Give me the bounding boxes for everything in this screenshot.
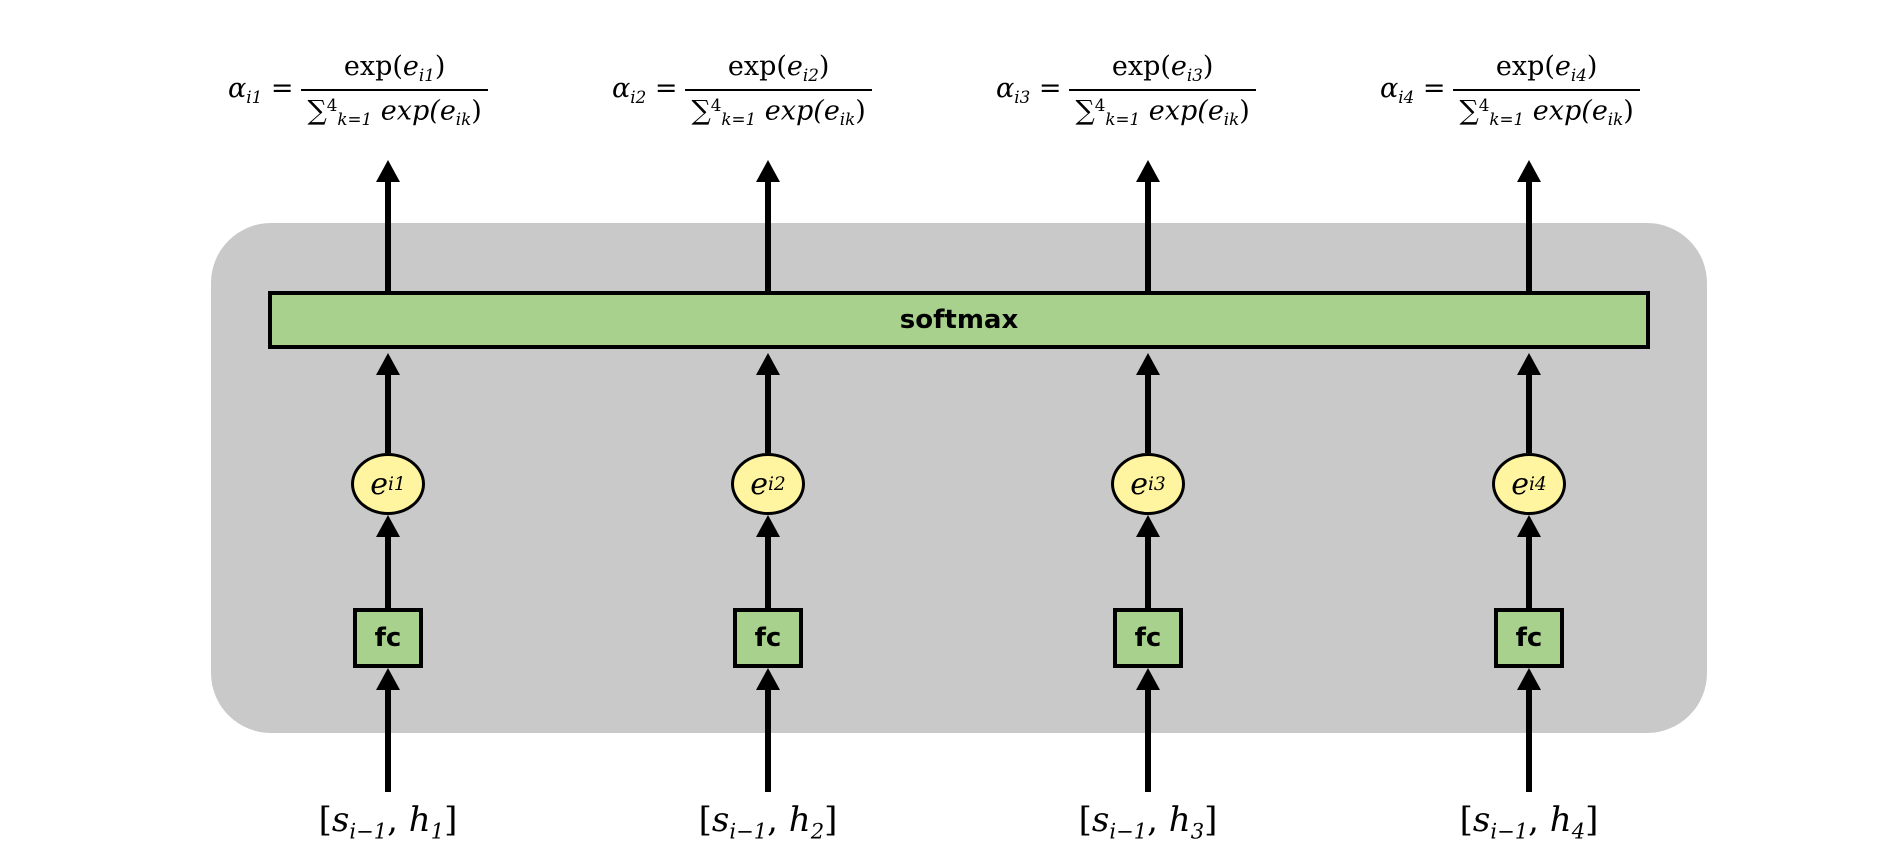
arrowhead-icon	[376, 353, 400, 375]
alpha-lhs: αi3 =	[996, 73, 1062, 107]
alpha-formula-2: αi2 = exp(ei2) ∑4k=1 exp(eik)	[612, 40, 972, 140]
fraction-numerator: exp(ei4)	[1495, 50, 1598, 85]
fraction-denominator: ∑4k=1 exp(eik)	[301, 88, 488, 129]
arrowhead-icon	[1136, 668, 1160, 690]
fc-layer-3: fc	[1113, 608, 1183, 668]
arrowhead-icon	[376, 515, 400, 537]
softmax-fraction: exp(ei3) ∑4k=1 exp(eik)	[1069, 50, 1256, 129]
alpha-formula-1: αi1 = exp(ei1) ∑4k=1 exp(eik)	[228, 40, 588, 140]
fc-layer-2: fc	[733, 608, 803, 668]
arrowhead-icon	[756, 160, 780, 182]
alpha-lhs: αi2 =	[612, 73, 678, 107]
fraction-denominator: ∑4k=1 exp(eik)	[1453, 88, 1640, 129]
arrowhead-icon	[376, 668, 400, 690]
fraction-numerator: exp(ei1)	[343, 50, 446, 85]
fc-layer-4: fc	[1494, 608, 1564, 668]
alpha-formula-3: αi3 = exp(ei3) ∑4k=1 exp(eik)	[996, 40, 1356, 140]
input-pair-1: [si−1, h1]	[318, 800, 458, 844]
arrowhead-icon	[756, 515, 780, 537]
fraction-numerator: exp(ei2)	[727, 50, 830, 85]
softmax-layer: softmax	[268, 291, 1650, 349]
alpha-formula-4: αi4 = exp(ei4) ∑4k=1 exp(eik)	[1380, 40, 1740, 140]
fraction-denominator: ∑4k=1 exp(eik)	[685, 88, 872, 129]
softmax-fraction: exp(ei1) ∑4k=1 exp(eik)	[301, 50, 488, 129]
softmax-fraction: exp(ei2) ∑4k=1 exp(eik)	[685, 50, 872, 129]
arrowhead-icon	[1136, 353, 1160, 375]
alpha-lhs: αi1 =	[228, 73, 294, 107]
arrowhead-icon	[1517, 668, 1541, 690]
fc-layer-1: fc	[353, 608, 423, 668]
fraction-numerator: exp(ei3)	[1111, 50, 1214, 85]
arrowhead-icon	[1517, 160, 1541, 182]
input-pair-3: [si−1, h3]	[1078, 800, 1218, 844]
arrowhead-icon	[1517, 353, 1541, 375]
arrowhead-icon	[1517, 515, 1541, 537]
arrowhead-icon	[1136, 160, 1160, 182]
arrowhead-icon	[756, 668, 780, 690]
arrowhead-icon	[756, 353, 780, 375]
softmax-fraction: exp(ei4) ∑4k=1 exp(eik)	[1453, 50, 1640, 129]
input-pair-2: [si−1, h2]	[698, 800, 838, 844]
input-pair-4: [si−1, h4]	[1459, 800, 1599, 844]
fraction-denominator: ∑4k=1 exp(eik)	[1069, 88, 1256, 129]
arrowhead-icon	[1136, 515, 1160, 537]
arrowhead-icon	[376, 160, 400, 182]
alpha-lhs: αi4 =	[1380, 73, 1446, 107]
